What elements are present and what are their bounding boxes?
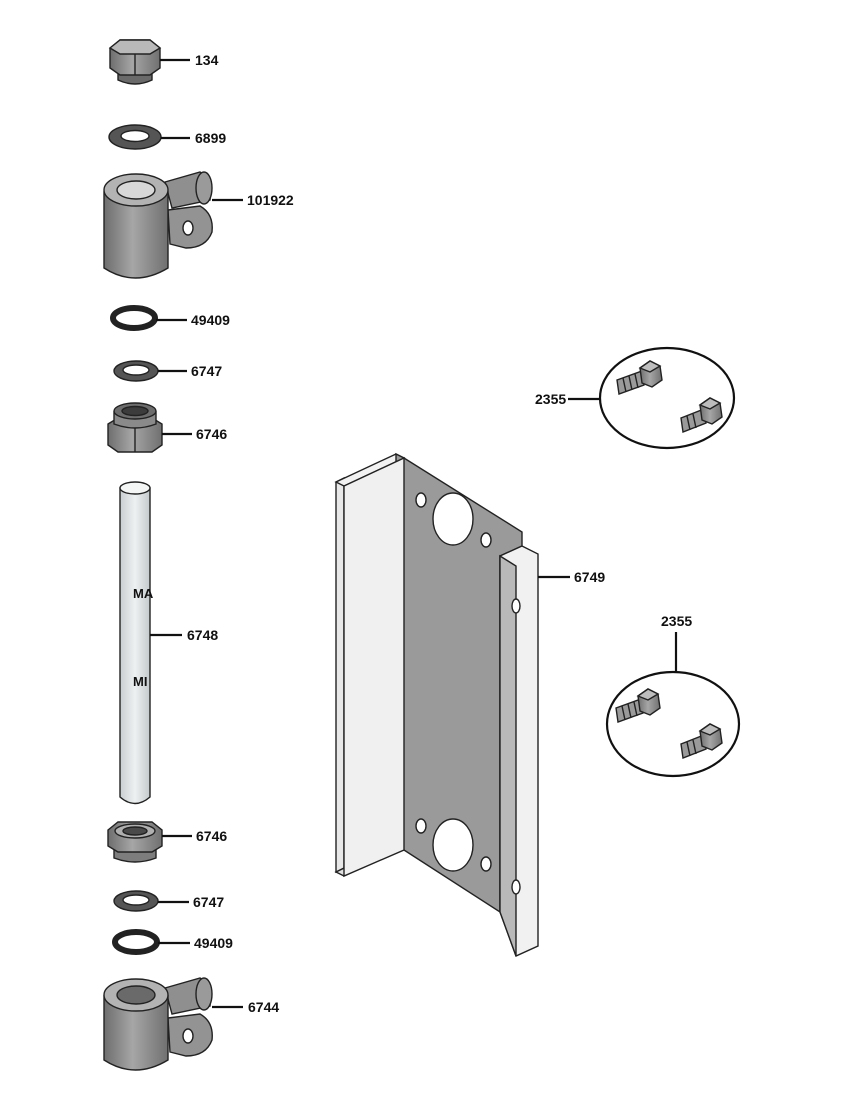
sight-tube-part: MA MI (119, 481, 154, 805)
label-bolts-lower: 2355 (661, 613, 692, 629)
valve-body-top-part (103, 171, 213, 279)
tube-marking-lower: MI (133, 674, 147, 689)
label-hex-nut-top: 6746 (196, 426, 227, 442)
valve-body-bottom-part (103, 977, 213, 1071)
plug-part (108, 39, 162, 85)
bracket-part (334, 452, 539, 957)
label-o-ring-bottom: 49409 (194, 935, 233, 951)
hex-nut-bottom-part (107, 821, 163, 863)
hex-bolt-icon (615, 688, 661, 723)
tube-marking-upper: MA (133, 586, 154, 601)
label-gasket-bottom: 6747 (193, 894, 224, 910)
hex-nut-top-part (107, 402, 163, 453)
hex-bolt-icon (616, 360, 663, 395)
washer-part (108, 124, 162, 150)
label-bolts-upper: 2355 (535, 391, 566, 407)
hex-bolt-icon (680, 723, 723, 759)
label-valve-bottom: 6744 (248, 999, 279, 1015)
o-ring-top-part (110, 305, 158, 331)
label-o-ring-top: 49409 (191, 312, 230, 328)
label-hex-nut-bottom: 6746 (196, 828, 227, 844)
label-bracket: 6749 (574, 569, 605, 585)
gasket-bottom-part (113, 890, 159, 912)
label-valve-top: 101922 (247, 192, 294, 208)
bolt-group-lower (605, 670, 741, 778)
o-ring-bottom-part (112, 929, 160, 955)
bolt-group-upper (598, 346, 736, 450)
gasket-top-part (113, 360, 159, 382)
label-plug: 134 (195, 52, 219, 68)
label-washer-top: 6899 (195, 130, 226, 146)
label-gasket-top: 6747 (191, 363, 222, 379)
hex-bolt-icon (680, 397, 723, 433)
label-sight-tube: 6748 (187, 627, 218, 643)
